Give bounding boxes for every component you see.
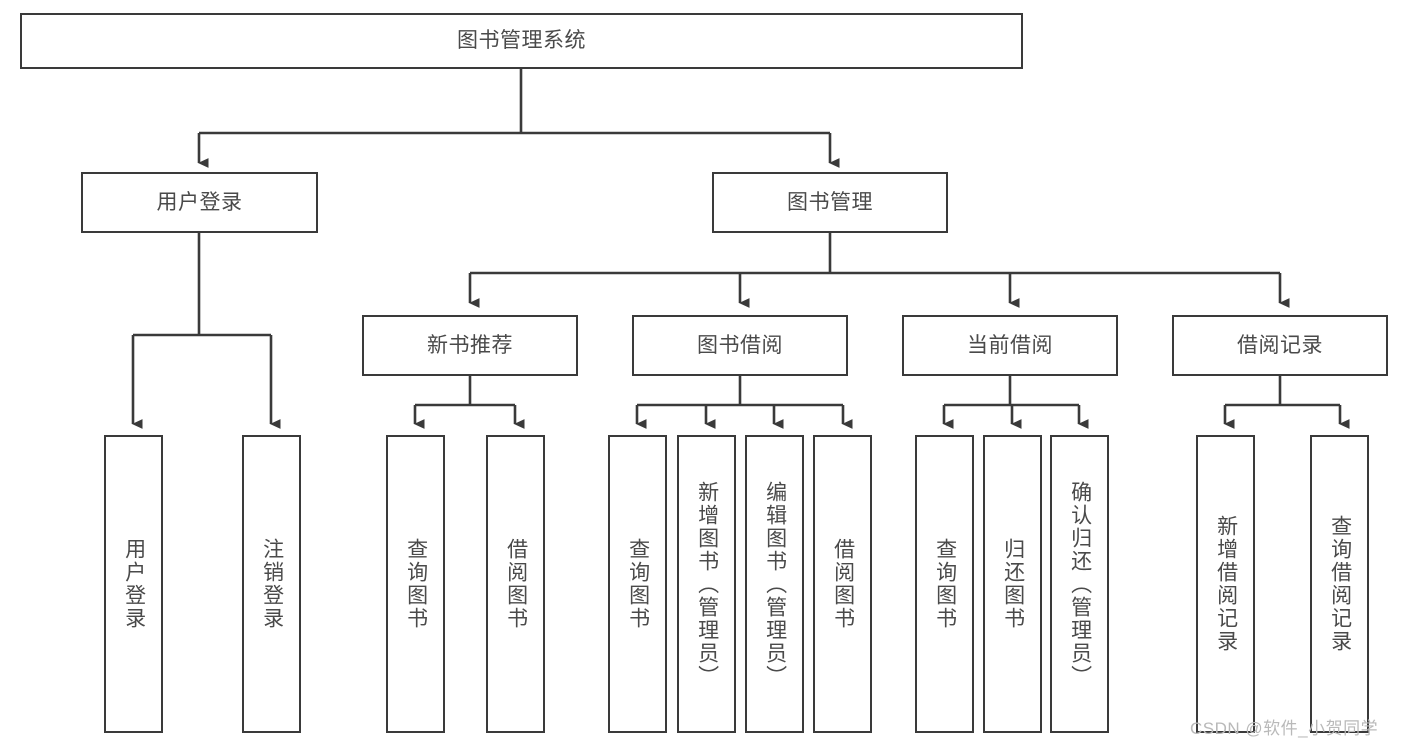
node-label: 查询图书 <box>404 538 428 630</box>
leaf-record-add-record[interactable]: 新增借阅记录 <box>1196 435 1255 733</box>
node-label: 查询图书 <box>626 538 650 630</box>
node-root-system[interactable]: 图书管理系统 <box>20 13 1023 69</box>
leaf-borrow-query-book[interactable]: 查询图书 <box>608 435 667 733</box>
node-label: 归还图书 <box>1001 538 1025 630</box>
node-label: 编辑图书（管理员） <box>763 480 787 688</box>
node-borrow-record[interactable]: 借阅记录 <box>1172 315 1388 376</box>
node-label: 借阅图书 <box>831 538 855 630</box>
node-label: 图书借阅 <box>697 333 783 357</box>
leaf-recommend-query-book[interactable]: 查询图书 <box>386 435 445 733</box>
leaf-record-query-record[interactable]: 查询借阅记录 <box>1310 435 1369 733</box>
node-label: 查询图书 <box>933 538 957 630</box>
leaf-borrow-borrow-book[interactable]: 借阅图书 <box>813 435 872 733</box>
leaf-borrow-edit-book[interactable]: 编辑图书（管理员） <box>745 435 804 733</box>
node-new-book-recommend[interactable]: 新书推荐 <box>362 315 578 376</box>
leaf-recommend-borrow-book[interactable]: 借阅图书 <box>486 435 545 733</box>
node-book-management[interactable]: 图书管理 <box>712 172 948 233</box>
node-label: 确认归还（管理员） <box>1068 480 1092 688</box>
leaf-borrow-add-book[interactable]: 新增图书（管理员） <box>677 435 736 733</box>
node-label: 用户登录 <box>122 538 146 630</box>
leaf-current-return-book[interactable]: 归还图书 <box>983 435 1042 733</box>
node-current-borrow[interactable]: 当前借阅 <box>902 315 1118 376</box>
node-label: 借阅记录 <box>1237 333 1323 357</box>
node-book-borrow[interactable]: 图书借阅 <box>632 315 848 376</box>
node-user-login[interactable]: 用户登录 <box>81 172 318 233</box>
leaf-current-query-book[interactable]: 查询图书 <box>915 435 974 733</box>
node-label: 新增图书（管理员） <box>695 480 719 688</box>
node-label: 图书管理系统 <box>457 29 586 53</box>
node-label: 借阅图书 <box>504 538 528 630</box>
node-label: 用户登录 <box>156 190 243 214</box>
node-label: 图书管理 <box>787 190 873 214</box>
node-label: 当前借阅 <box>967 333 1053 357</box>
node-label: 新增借阅记录 <box>1214 515 1238 653</box>
node-label: 注销登录 <box>260 538 284 630</box>
leaf-current-confirm-return[interactable]: 确认归还（管理员） <box>1050 435 1109 733</box>
node-label: 查询借阅记录 <box>1328 515 1352 653</box>
watermark-credit: CSDN @软件_小贺同学 <box>1190 719 1379 738</box>
leaf-user-login[interactable]: 用户登录 <box>104 435 163 733</box>
node-label: 新书推荐 <box>427 333 513 357</box>
leaf-user-logout[interactable]: 注销登录 <box>242 435 301 733</box>
